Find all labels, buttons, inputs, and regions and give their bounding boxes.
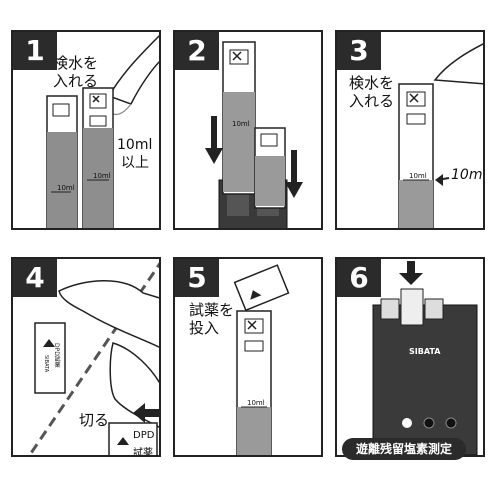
step-2-panel: 2 10ml: [173, 30, 323, 230]
step-4-illustration: [27, 262, 159, 455]
tube-volume-mark: 10ml: [93, 172, 111, 180]
down-arrow-icon: [285, 150, 303, 198]
step-6-panel: 6 SIBATA: [335, 257, 485, 457]
test-tube-right: [82, 87, 114, 228]
step-3-panel: 3 検水を 入れる 10ml 10ml: [335, 30, 485, 230]
meter-device: [372, 288, 478, 455]
packet-label: DPD試薬: [133, 430, 155, 457]
volume-note: 10ml 以上: [117, 137, 153, 171]
step-2-illustration: [205, 41, 303, 228]
reagent-packet: [108, 422, 158, 455]
reagent-packet: [34, 322, 66, 394]
step-6-illustration: [372, 261, 478, 455]
test-tube-right: [254, 127, 286, 209]
step-number-badge: 2: [175, 32, 219, 70]
brand-label: SIBATA: [409, 347, 441, 356]
test-tube: [398, 83, 434, 228]
arrow-left-icon: [133, 403, 159, 423]
test-tube: [236, 310, 272, 455]
hand-icon: [58, 280, 159, 348]
step-number-badge: 6: [337, 259, 381, 297]
tube-volume-mark: 10ml: [57, 184, 75, 192]
step-number-badge: 3: [337, 32, 381, 70]
step-5-panel: 5 試薬を 投入 10ml: [173, 257, 323, 457]
test-tube-left: [46, 95, 78, 228]
step-5-illustration: [233, 264, 290, 455]
down-arrow-icon: [205, 116, 223, 164]
step-1-illustration: [46, 34, 159, 228]
step-number-badge: 1: [13, 32, 57, 70]
step-number-badge: 5: [175, 259, 219, 297]
volume-note: 10ml: [451, 167, 485, 183]
step-number-badge: 4: [13, 259, 57, 297]
tube-volume-mark: 10ml: [247, 399, 265, 407]
down-arrow-icon: [399, 261, 423, 285]
step-4-panel: 4 DPD試薬 SIBATA DPD試薬 切る: [11, 257, 161, 457]
reagent-packet: [233, 264, 290, 312]
step-instruction: 検水を 入れる: [53, 54, 99, 90]
hand-icon: [433, 43, 483, 85]
hand-icon: [107, 34, 159, 105]
step-instruction: 試薬を 投入: [189, 301, 235, 337]
packet-brand: SIBATA: [43, 355, 49, 373]
packet-label: DPD試薬: [53, 343, 60, 368]
test-tube-left: [222, 41, 256, 195]
step-instruction: 検水を 入れる: [349, 74, 395, 110]
step-1-panel: 1 検水を 入れる 10ml 以上 10ml 10ml: [11, 30, 161, 230]
cut-instruction: 切る: [79, 411, 110, 429]
tube-volume-mark: 10ml: [232, 120, 250, 128]
arrow-left-icon: [435, 174, 450, 186]
measurement-caption: 遊離残留塩素測定: [342, 438, 466, 460]
step-3-illustration: [398, 43, 483, 228]
tube-volume-mark: 10ml: [409, 172, 427, 180]
